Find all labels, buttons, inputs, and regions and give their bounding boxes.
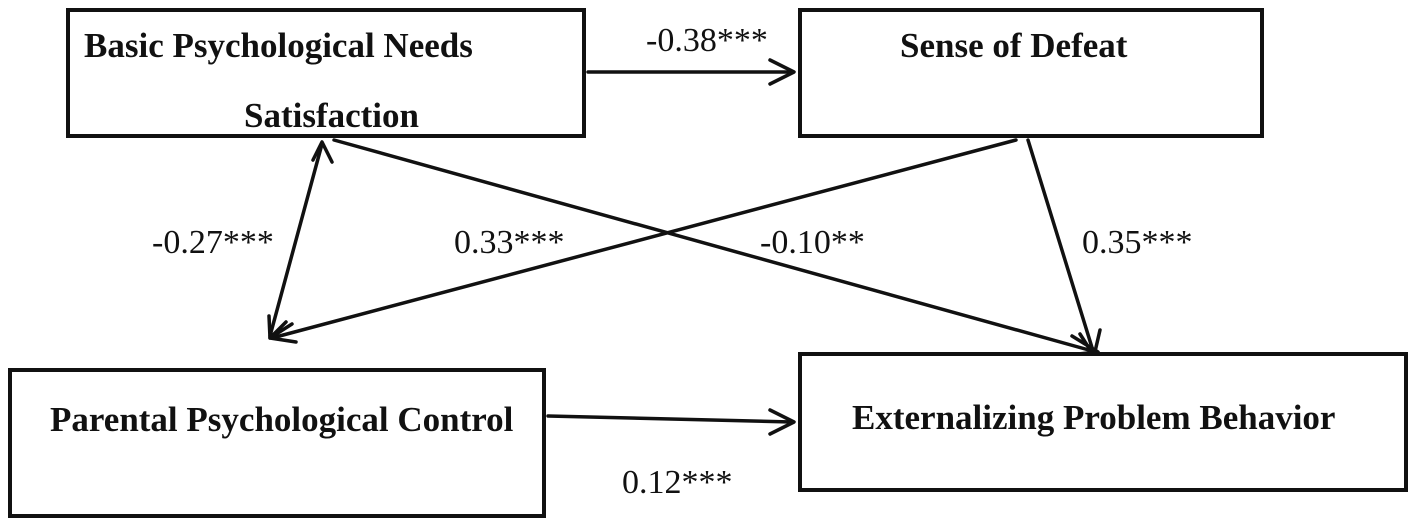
coefficient-sod-to-ppc: 0.33*** (454, 224, 565, 261)
node-label-line2: Satisfaction (244, 96, 419, 135)
node-label: Sense of Defeat (900, 26, 1128, 65)
node-parental-psychological-control: Parental Psychological Control (8, 368, 546, 518)
coefficient-bpns-to-epb: -0.10** (760, 224, 865, 261)
coefficient-bpns-ppc: -0.27*** (152, 224, 274, 261)
node-label: Parental Psychological Control (50, 400, 514, 439)
node-label: Externalizing Problem Behavior (852, 398, 1336, 437)
node-sense-of-defeat: Sense of Defeat (798, 8, 1264, 138)
arrow-ppc-to-epb (546, 408, 796, 436)
arrow-sod-to-ppc (268, 138, 1018, 344)
node-basic-psychological-needs-satisfaction: Basic Psychological Needs Satisfaction (66, 8, 586, 138)
coefficient-ppc-to-epb: 0.12*** (622, 464, 733, 501)
node-label-line1: Basic Psychological Needs (84, 26, 473, 65)
coefficient-sod-to-epb: 0.35*** (1082, 224, 1193, 261)
arrow-bpns-ppc-bidirectional (267, 140, 334, 340)
node-externalizing-problem-behavior: Externalizing Problem Behavior (798, 352, 1408, 492)
arrow-bpns-to-sod (586, 58, 796, 86)
arrow-bpns-to-epb (332, 138, 1100, 357)
coefficient-bpns-to-sod: -0.38*** (646, 22, 768, 59)
